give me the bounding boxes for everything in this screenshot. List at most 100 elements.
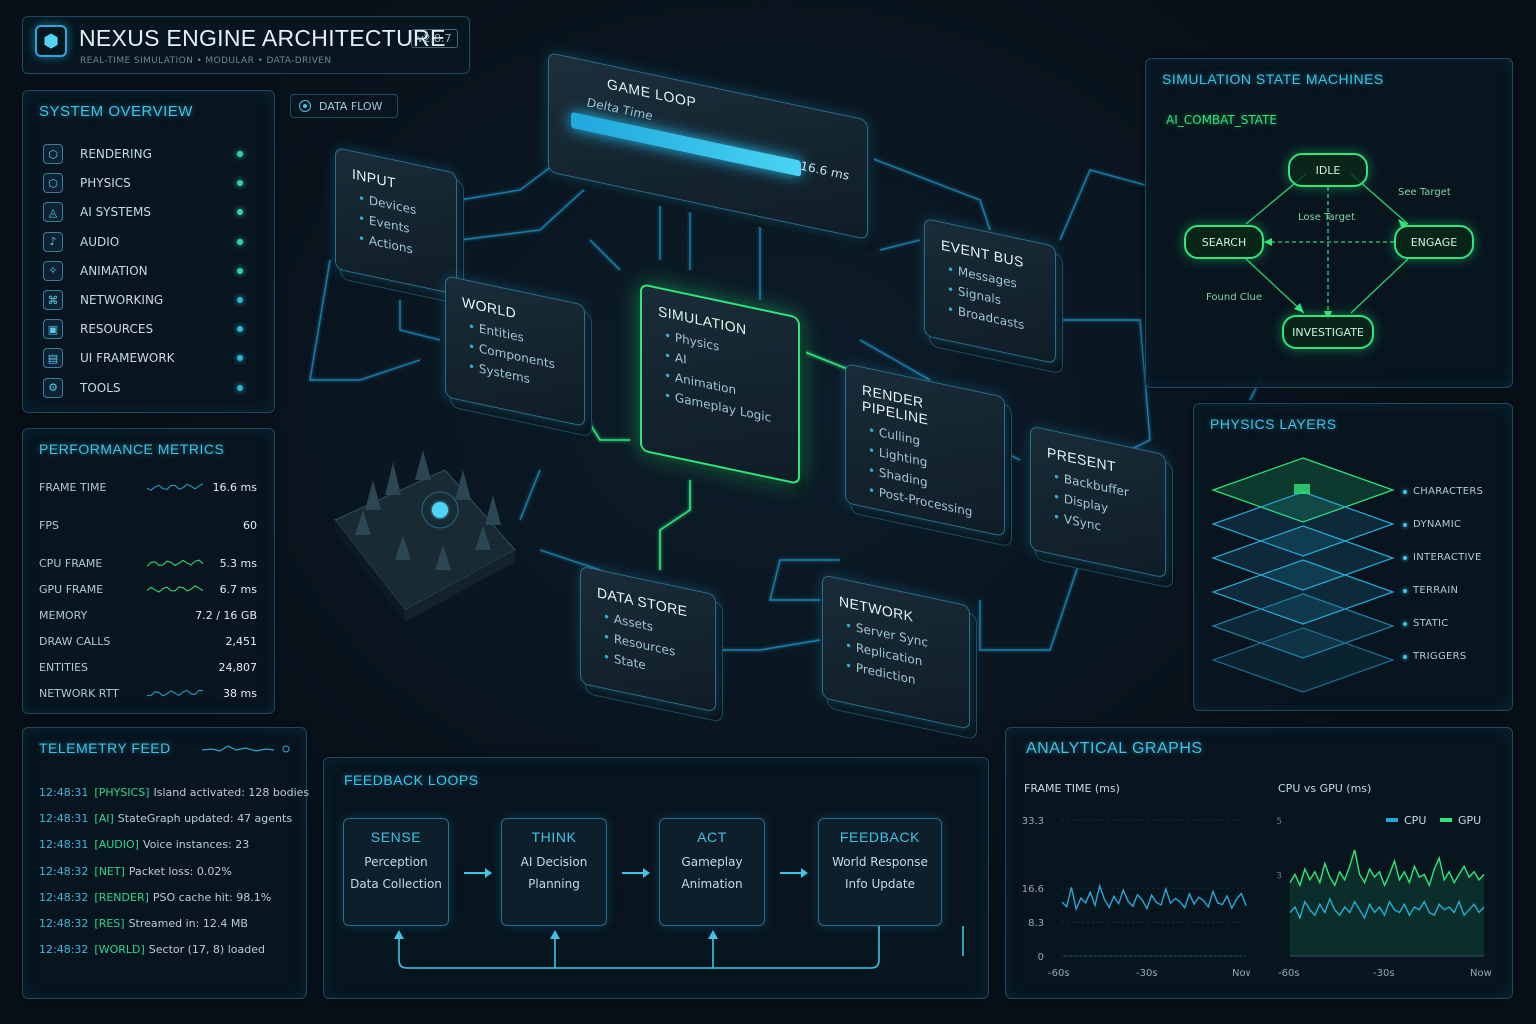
- system-item-label: AI SYSTEMS: [80, 205, 152, 220]
- feedback-title: FEEDBACK LOOPS: [344, 772, 479, 788]
- system-item-resources[interactable]: ▣ RESOURCES: [43, 316, 243, 342]
- feedback-stage-title: ACT: [697, 829, 727, 845]
- status-dot: [237, 326, 243, 333]
- data-flow-toggle[interactable]: DATA FLOW: [290, 94, 398, 118]
- feedback-stage-title: THINK: [531, 829, 577, 845]
- system-item-networking[interactable]: ⌘NETWORKING: [43, 287, 243, 313]
- metric-value: 6.7 ms: [219, 583, 257, 596]
- telemetry-entry: 12:48:31 [PHYSICS]Island activated: 128 b…: [39, 786, 309, 799]
- cpu-legend-swatch: [1386, 818, 1398, 822]
- layer-label: TRIGGERS: [1403, 651, 1467, 662]
- metric-label: GPU FRAME: [39, 583, 104, 596]
- state-investigate[interactable]: INVESTIGATE: [1282, 315, 1374, 349]
- telemetry-entry: 12:48:32[RENDER]PSO cache hit: 98.1%: [39, 891, 271, 904]
- state-engage[interactable]: ENGAGE: [1394, 225, 1474, 259]
- system-item-ai-systems[interactable]: ◬ AI SYSTEMS: [43, 199, 243, 225]
- system-item-label: ANIMATION: [80, 263, 148, 278]
- feedback-stage-title: FEEDBACK: [839, 829, 921, 845]
- input-node[interactable]: INPUT Devices Events Actions: [335, 147, 457, 295]
- system-item-label: TOOLS: [80, 380, 121, 395]
- audio-icon: ♪: [43, 231, 63, 252]
- telemetry-msg: Island activated: 128 bodies: [153, 786, 310, 799]
- telemetry-entry: 12:48:31[AI]StateGraph updated: 47 agent…: [39, 812, 292, 825]
- event-bus-node[interactable]: EVENT BUS Messages Signals Broadcasts: [924, 217, 1056, 365]
- y-tick-label: 33.3: [1022, 816, 1044, 827]
- feedback-stage-l1: Gameplay: [681, 855, 743, 869]
- feedback-stage-l2: Animation: [681, 877, 743, 891]
- state-machines-panel: SIMULATION STATE MACHINES AI_COMBAT_STAT…: [1145, 58, 1513, 388]
- system-item-label: UI FRAMEWORK: [80, 351, 175, 366]
- present-node[interactable]: PRESENT Backbuffer Display VSync: [1030, 425, 1166, 579]
- x-tick-label: -30s: [1136, 968, 1158, 979]
- layer-label: INTERACTIVE: [1403, 552, 1482, 563]
- metric-label: ENTITIES: [39, 661, 89, 674]
- system-item-label: RESOURCES: [80, 322, 154, 337]
- metric-value: 38 ms: [223, 687, 257, 700]
- status-dot: [237, 151, 243, 157]
- simulation-node[interactable]: SIMULATION Physics AI Animation Gameplay…: [640, 282, 800, 486]
- resources-icon: ▣: [43, 319, 63, 340]
- ui-icon: ▤: [43, 348, 63, 369]
- frame-time-chart-title: FRAME TIME (ms): [1024, 782, 1120, 795]
- status-dot: [237, 209, 243, 216]
- system-item-rendering[interactable]: ⬡RENDERING: [43, 141, 243, 167]
- system-item-tools[interactable]: ⚙ TOOLS: [43, 375, 243, 401]
- telemetry-tag: [PHYSICS]: [94, 786, 150, 799]
- metric-sparkline: [147, 559, 204, 567]
- transition-see-target: See Target: [1398, 187, 1451, 198]
- telemetry-msg: Packet loss: 0.02%: [128, 864, 232, 878]
- graphs-panel: ANALYTICAL GRAPHS: [1005, 727, 1513, 999]
- transition-lose-target: Lose Target: [1298, 212, 1355, 223]
- world-node[interactable]: WORLD Entities Components Systems: [445, 275, 585, 427]
- y-tick-label: 8.3: [1028, 918, 1044, 929]
- metric-row: FPS 60: [39, 515, 257, 537]
- system-item-ui-framework[interactable]: ▤ UI FRAMEWORK: [43, 345, 243, 371]
- version-badge: v2.8.7: [411, 29, 458, 48]
- state-search[interactable]: SEARCH: [1184, 225, 1264, 259]
- nexus-logo-icon: ⬢: [35, 25, 67, 57]
- metric-value: 60: [243, 519, 257, 532]
- app-title: NEXUS ENGINE ARCHITECTURE: [79, 25, 446, 51]
- physics-layer-stack: [1211, 457, 1395, 693]
- system-item-label: AUDIO: [80, 234, 120, 249]
- cube-icon: ⬡: [43, 144, 63, 164]
- ai-icon: ◬: [43, 202, 63, 223]
- telemetry-entry: 12:48:32[WORLD]Sector (17, 8) loaded: [39, 943, 265, 956]
- telemetry-activity-icon: [202, 745, 290, 753]
- status-dot: [237, 267, 243, 274]
- telemetry-msg: Voice instances: 23: [142, 838, 250, 852]
- system-item-audio[interactable]: ♪ AUDIO: [43, 229, 243, 255]
- metric-label: FPS: [39, 519, 59, 532]
- y-tick-label: 0: [1038, 952, 1044, 963]
- performance-title: PERFORMANCE METRICS: [39, 441, 225, 457]
- physics-layers-title: PHYSICS LAYERS: [1210, 416, 1337, 432]
- feedback-return-loop: [394, 926, 964, 969]
- system-item-physics[interactable]: ⬡PHYSICS: [43, 170, 243, 196]
- data-flow-icon: [299, 100, 311, 112]
- metric-label: FRAME TIME: [39, 481, 107, 494]
- cpu-gpu-chart-title: CPU vs GPU (ms): [1278, 782, 1372, 795]
- app-subtitle: REAL-TIME SIMULATION • MODULAR • DATA-DR…: [80, 56, 332, 66]
- graphs-title: ANALYTICAL GRAPHS: [1026, 740, 1203, 757]
- state-idle[interactable]: IDLE: [1288, 153, 1368, 187]
- status-dot: [237, 238, 243, 245]
- telemetry-time: 12:48:31: [39, 786, 89, 799]
- data-store-node[interactable]: DATA STORE Assets Resources State: [580, 565, 716, 713]
- feedback-stage-l1: Perception: [364, 855, 428, 869]
- x-tick-label: -60s: [1048, 968, 1070, 979]
- tools-icon: ⚙: [43, 377, 63, 398]
- system-item-animation[interactable]: ✧ANIMATION: [43, 258, 243, 284]
- telemetry-entry: 12:48:32[RES]Streamed in: 12.4 MB: [39, 917, 248, 930]
- metric-value: 7.2 / 16 GB: [195, 609, 257, 622]
- system-overview-title: SYSTEM OVERVIEW: [39, 103, 193, 120]
- game-loop-node[interactable]: GAME LOOP Delta Time 16.6 ms: [548, 51, 868, 241]
- network-node[interactable]: NETWORK Server Sync Replication Predicti…: [822, 574, 970, 730]
- render-pipeline-node[interactable]: RENDER PIPELINE Culling Lighting Shading…: [845, 362, 1005, 538]
- telemetry-tag: [WORLD]: [94, 943, 145, 957]
